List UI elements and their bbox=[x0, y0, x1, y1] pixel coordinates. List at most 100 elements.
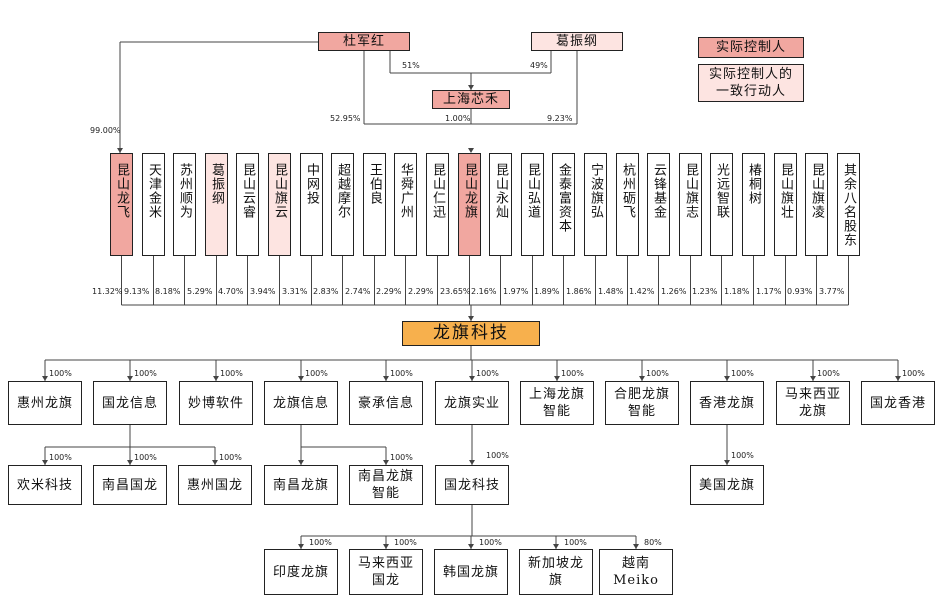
shareholder-box: 昆山旗壮 bbox=[774, 153, 797, 256]
shareholder-name: 椿桐树 bbox=[746, 163, 761, 205]
guolong-sub-pct: 100% bbox=[134, 453, 157, 462]
shareholder-box: 中网投 bbox=[300, 153, 323, 256]
shareholder-pct: 0.93% bbox=[787, 287, 813, 296]
shareholder-box: 昆山旗志 bbox=[679, 153, 702, 256]
hk-sub-pct: 100% bbox=[731, 451, 754, 460]
node-label: 印度龙旗 bbox=[272, 564, 329, 580]
legend-acting-party: 实际控制人的 一致行动人 bbox=[698, 64, 804, 102]
legend-controller: 实际控制人 bbox=[698, 37, 804, 58]
node-label: 龙旗信息 bbox=[272, 395, 329, 411]
shareholder-name: 华舜广州 bbox=[398, 163, 413, 219]
line-du-kunshan-longfei-arrow bbox=[117, 148, 123, 153]
node-longqi-tech: 龙旗科技 bbox=[402, 321, 540, 346]
node-label: 马来西亚 bbox=[784, 387, 841, 402]
line-tech-sub-arrow bbox=[298, 544, 304, 549]
shareholder-pct: 1.17% bbox=[756, 287, 782, 296]
node-label-line2: 智能 bbox=[371, 486, 400, 501]
node-label: 韩国龙旗 bbox=[442, 564, 499, 580]
line-guolong-sub-arrow bbox=[42, 460, 48, 465]
line-longqi-info-sub-arrow bbox=[383, 460, 389, 465]
shareholder-name: 昆山旗志 bbox=[683, 163, 698, 219]
node-label: 新加坡龙 bbox=[527, 556, 584, 571]
node-label: 越南 bbox=[621, 556, 650, 571]
pct-du-kunshan-longfei: 99.00% bbox=[90, 126, 121, 135]
shareholder-pct: 1.48% bbox=[598, 287, 624, 296]
sub-box: 上海龙旗智能 bbox=[520, 381, 594, 425]
shareholder-box: 昆山龙飞 bbox=[110, 153, 133, 256]
node-label: 上海龙旗 bbox=[528, 387, 585, 402]
shareholder-name: 昆山旗云 bbox=[272, 163, 287, 219]
industry-sub-box: 国龙科技 bbox=[435, 465, 509, 505]
node-label: 国龙信息 bbox=[101, 395, 158, 411]
shareholder-pct: 2.83% bbox=[313, 287, 339, 296]
shareholder-pct: 11.32% bbox=[92, 287, 123, 296]
shareholder-box: 昆山仁迅 bbox=[426, 153, 449, 256]
shareholder-pct: 1.42% bbox=[629, 287, 655, 296]
line-tech-sub-arrow bbox=[468, 544, 474, 549]
shareholder-name: 宁波旗弘 bbox=[588, 163, 603, 219]
line-sub-arrow bbox=[810, 376, 816, 381]
longqi-info-sub-box: 南昌龙旗智能 bbox=[349, 465, 423, 505]
guolong-sub-pct: 100% bbox=[219, 453, 242, 462]
tech-sub-box: 马来西亚国龙 bbox=[349, 549, 423, 595]
guolong-sub-pct: 100% bbox=[49, 453, 72, 462]
shareholder-name: 昆山弘道 bbox=[525, 163, 540, 219]
shareholder-name: 天津金米 bbox=[146, 163, 161, 219]
sub-box: 豪承信息 bbox=[349, 381, 423, 425]
line-guolong-sub-arrow bbox=[212, 460, 218, 465]
shareholder-pct: 23.65% bbox=[440, 287, 471, 296]
shareholder-pct: 4.70% bbox=[218, 287, 244, 296]
line-guolong-sub-arrow bbox=[127, 460, 133, 465]
shareholder-pct: 1.23% bbox=[692, 287, 718, 296]
shareholder-name: 昆山云睿 bbox=[240, 163, 255, 219]
sub-box: 国龙信息 bbox=[93, 381, 167, 425]
shareholder-box: 其余八名股东 bbox=[837, 153, 860, 256]
industry-sub-pct: 100% bbox=[486, 451, 509, 460]
shareholder-name: 昆山旗壮 bbox=[778, 163, 793, 219]
shareholder-name: 其余八名股东 bbox=[841, 163, 856, 247]
node-label-line2: 龙旗 bbox=[798, 404, 827, 419]
shareholder-box: 云锋基金 bbox=[647, 153, 670, 256]
shareholder-pct: 1.18% bbox=[724, 287, 750, 296]
pct-ge-company: 9.23% bbox=[547, 114, 573, 123]
line-sub-arrow bbox=[724, 376, 730, 381]
line-to-company-arrow bbox=[468, 316, 474, 321]
tech-sub-pct: 100% bbox=[479, 538, 502, 547]
shareholder-pct: 9.13% bbox=[124, 287, 150, 296]
sub-box: 龙旗信息 bbox=[264, 381, 338, 425]
node-label: 豪承信息 bbox=[357, 395, 414, 411]
guolong-sub-box: 南昌国龙 bbox=[93, 465, 167, 505]
arrow-to-kunshan-longqi bbox=[468, 148, 474, 153]
shareholder-box: 天津金米 bbox=[142, 153, 165, 256]
shareholder-pct: 1.97% bbox=[503, 287, 529, 296]
sub-box: 合肥龙旗智能 bbox=[605, 381, 679, 425]
shareholder-pct: 5.29% bbox=[187, 287, 213, 296]
sub-pct: 100% bbox=[731, 369, 754, 378]
node-label: 国龙科技 bbox=[443, 477, 500, 493]
shareholder-pct: 8.18% bbox=[155, 287, 181, 296]
node-label-line2: 智能 bbox=[627, 404, 656, 419]
line-industry-sub-arrow bbox=[469, 460, 475, 465]
shareholder-name: 王伯良 bbox=[367, 163, 382, 205]
shareholder-box: 昆山云睿 bbox=[236, 153, 259, 256]
shareholder-box: 昆山龙旗 bbox=[458, 153, 481, 256]
longqi-info-sub-box: 南昌龙旗 bbox=[264, 465, 338, 505]
sub-box: 香港龙旗 bbox=[690, 381, 764, 425]
node-label: 龙旗实业 bbox=[443, 395, 500, 411]
sub-pct: 100% bbox=[390, 369, 413, 378]
shareholder-pct: 3.31% bbox=[282, 287, 308, 296]
shareholder-pct: 2.16% bbox=[471, 287, 497, 296]
node-label: 合肥龙旗 bbox=[613, 387, 670, 402]
shareholder-name: 云锋基金 bbox=[651, 163, 666, 219]
longqi-info-sub-pct: 100% bbox=[390, 453, 413, 462]
node-ge-zhengang: 葛振纲 bbox=[531, 32, 623, 51]
line-tech-sub-arrow bbox=[383, 544, 389, 549]
line-sub-arrow bbox=[383, 376, 389, 381]
shareholder-pct: 2.29% bbox=[376, 287, 402, 296]
node-label: 国龙香港 bbox=[869, 395, 926, 411]
shareholder-box: 苏州顺为 bbox=[173, 153, 196, 256]
shareholder-name: 昆山仁迅 bbox=[430, 163, 445, 219]
guolong-sub-box: 欢米科技 bbox=[8, 465, 82, 505]
shareholder-box: 椿桐树 bbox=[742, 153, 765, 256]
